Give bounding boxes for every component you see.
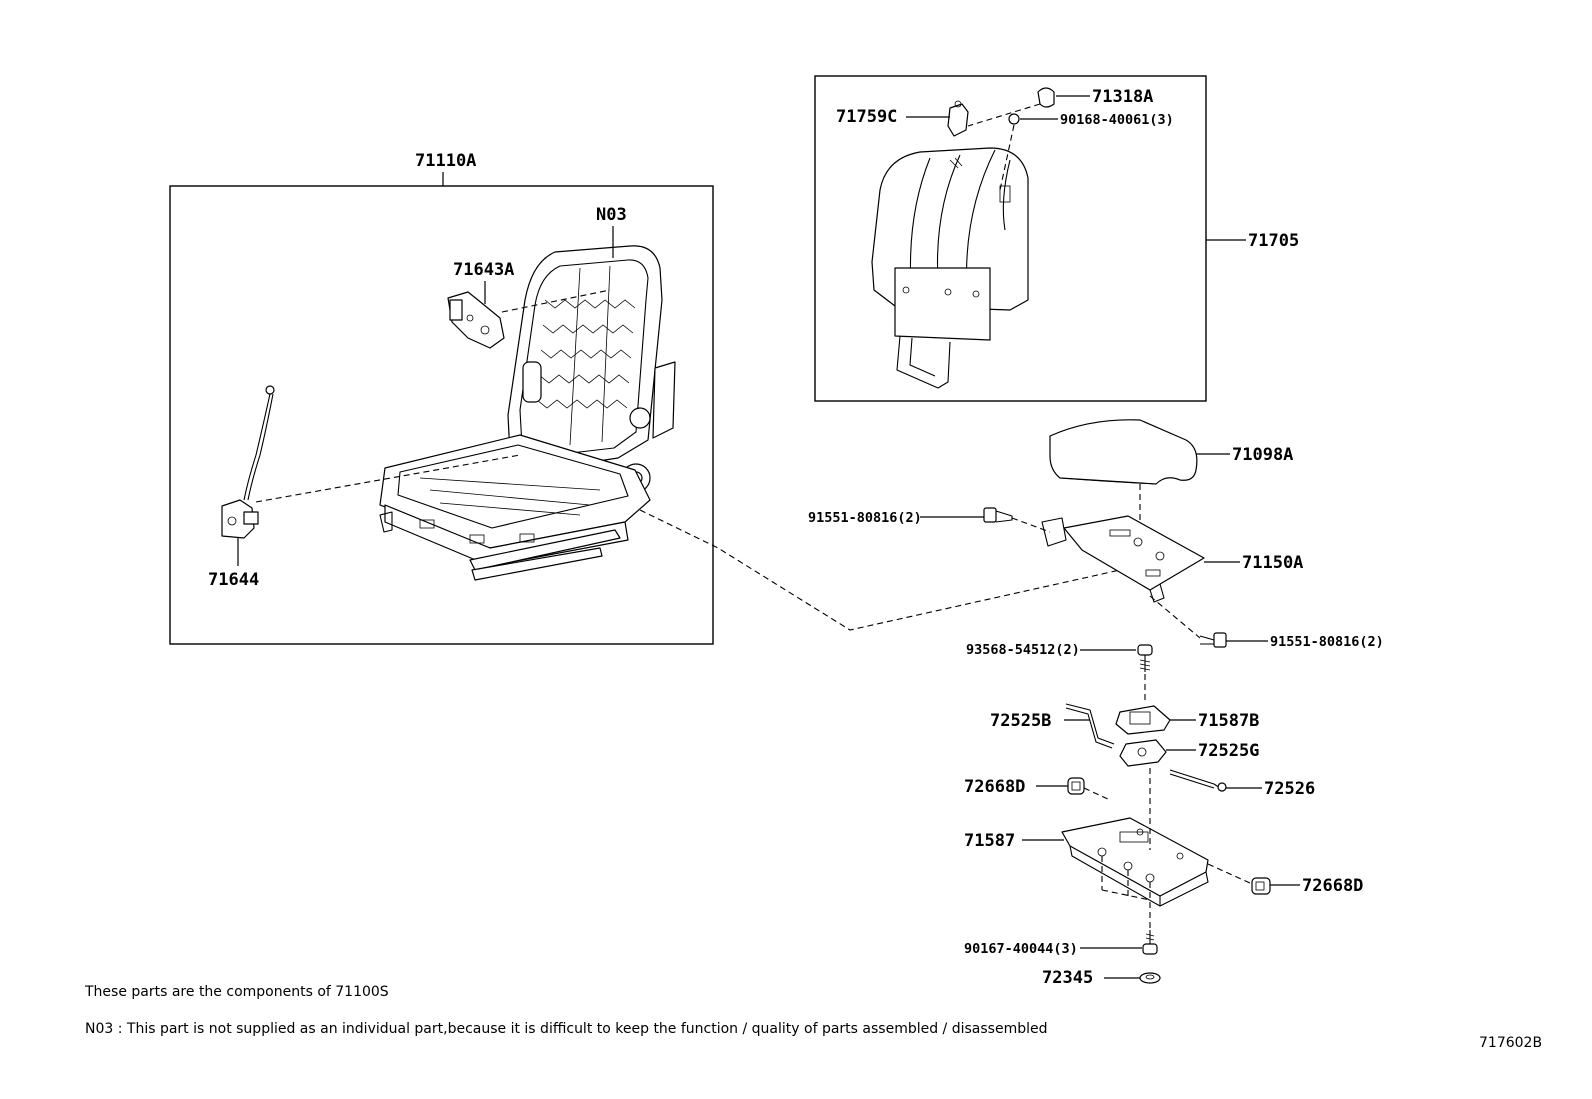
note-components: These parts are the components of 71100S <box>84 984 389 1000</box>
part-90167-40044 <box>1142 930 1158 955</box>
part-71643A <box>447 291 505 349</box>
diagram-id: 717602B <box>1479 1035 1542 1051</box>
part-71759C <box>947 100 969 137</box>
part-71644 <box>221 385 275 539</box>
note-n03: N03 : This part is not supplied as an in… <box>85 1021 1048 1037</box>
label-N03[interactable]: N03 <box>596 205 627 225</box>
part-71587B <box>1115 705 1171 735</box>
label-71587[interactable]: 71587 <box>964 831 1015 851</box>
part-72525B <box>1065 703 1115 749</box>
label-72525G[interactable]: 72525G <box>1198 741 1259 761</box>
part-72668D-left <box>1067 777 1085 795</box>
label-72668D-left[interactable]: 72668D <box>964 777 1025 797</box>
label-71759C[interactable]: 71759C <box>836 107 897 127</box>
label-91551-80816-left[interactable]: 91551-80816(2) <box>808 510 922 526</box>
part-72668D-right <box>1251 877 1271 895</box>
assembly-frame-71705 <box>814 75 1207 402</box>
assembly-frame-71110A <box>169 185 714 645</box>
label-71705[interactable]: 71705 <box>1248 231 1299 251</box>
label-71110A[interactable]: 71110A <box>415 151 476 171</box>
part-71587 <box>1061 817 1209 907</box>
part-71318A <box>1037 87 1055 108</box>
part-72526 <box>1169 769 1227 792</box>
part-71150A <box>1041 515 1205 603</box>
label-71644[interactable]: 71644 <box>208 570 259 590</box>
label-72525B[interactable]: 72525B <box>990 711 1051 731</box>
part-72345 <box>1139 972 1161 984</box>
label-72345[interactable]: 72345 <box>1042 968 1093 988</box>
label-71643A[interactable]: 71643A <box>453 260 514 280</box>
label-71098A[interactable]: 71098A <box>1232 445 1293 465</box>
label-71150A[interactable]: 71150A <box>1242 553 1303 573</box>
label-93568-54512[interactable]: 93568-54512(2) <box>966 642 1080 658</box>
part-90168-40061 <box>1008 113 1020 125</box>
label-90167-40044[interactable]: 90167-40044(3) <box>964 941 1078 957</box>
label-90168-40061[interactable]: 90168-40061(3) <box>1060 112 1174 128</box>
part-93568-54512 <box>1137 644 1153 672</box>
label-71318A[interactable]: 71318A <box>1092 87 1153 107</box>
part-71098A <box>1049 419 1198 485</box>
part-72525G <box>1119 739 1167 767</box>
part-91551-80816-right <box>1199 632 1227 648</box>
seatback-cover-drawing <box>871 147 1029 389</box>
label-72526[interactable]: 72526 <box>1264 779 1315 799</box>
label-72668D-right[interactable]: 72668D <box>1302 876 1363 896</box>
label-71587B[interactable]: 71587B <box>1198 711 1259 731</box>
label-91551-80816-right[interactable]: 91551-80816(2) <box>1270 634 1384 650</box>
part-91551-80816-left <box>983 507 1013 523</box>
seat-frame-drawing <box>379 245 676 581</box>
